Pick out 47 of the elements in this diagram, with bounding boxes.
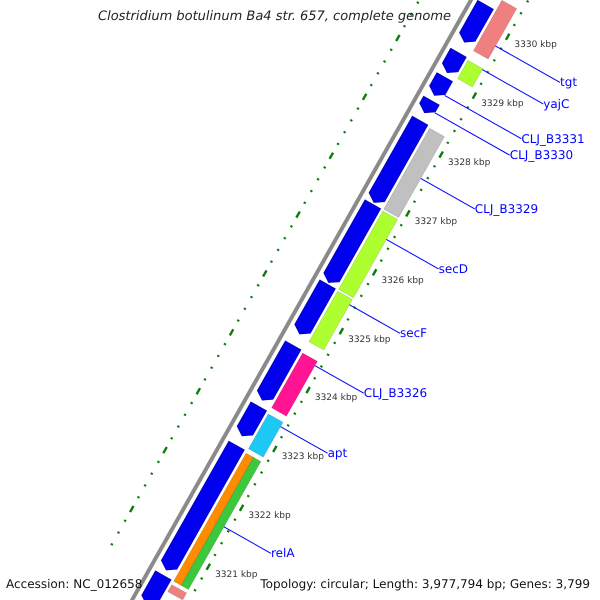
scale-label: 3325 kbp bbox=[348, 334, 390, 345]
scale-label: 3324 kbp bbox=[314, 393, 358, 404]
scale-label: 3329 kbp bbox=[481, 99, 524, 110]
gene-bar bbox=[167, 584, 188, 600]
gene-feature bbox=[419, 96, 440, 114]
gene-label: relA bbox=[270, 546, 295, 560]
gene-label: CLJ_B3331 bbox=[521, 132, 585, 146]
gene-bar bbox=[248, 414, 284, 458]
gene-bar bbox=[383, 128, 445, 218]
leader-line bbox=[348, 304, 400, 334]
scale-label: 3323 kbp bbox=[282, 452, 324, 462]
gene-feature bbox=[236, 402, 267, 436]
scale-label: 3322 kbp bbox=[248, 511, 291, 522]
gene-feature bbox=[294, 280, 336, 334]
leader-line bbox=[495, 46, 560, 83]
gene-label: apt bbox=[328, 446, 348, 460]
accession-text: Accession: NC_012658 bbox=[6, 577, 142, 592]
gene-bar bbox=[457, 60, 484, 88]
gene-feature bbox=[368, 116, 428, 203]
gene-feature bbox=[442, 48, 467, 74]
gene-feature bbox=[141, 570, 172, 600]
leader-line bbox=[482, 69, 544, 104]
leader-line bbox=[420, 178, 476, 210]
gene-label: CLJ_B3326 bbox=[364, 386, 428, 400]
title: Clostridium botulinum Ba4 str. 657, complete genome bbox=[98, 9, 452, 25]
leader-line bbox=[434, 112, 510, 156]
gene-feature bbox=[160, 440, 245, 570]
gene-feature bbox=[459, 0, 494, 43]
gene-label: CLJ_B3330 bbox=[510, 148, 574, 162]
scale-label: 3327 kbp bbox=[414, 216, 458, 227]
gene-feature bbox=[429, 72, 453, 96]
scale-label: 3328 kbp bbox=[448, 158, 490, 168]
scale-label: 3321 kbp bbox=[215, 570, 258, 580]
gene-label: CLJ_B3329 bbox=[474, 202, 538, 216]
gene-label: secD bbox=[438, 262, 468, 276]
gene-label: secF bbox=[400, 326, 428, 340]
gene-feature bbox=[256, 340, 302, 401]
gene-label: tgt bbox=[560, 75, 578, 90]
leader-line bbox=[314, 365, 364, 394]
scale-label: 3330 kbp bbox=[514, 40, 557, 50]
leader-line bbox=[386, 238, 440, 270]
scale-label: 3326 kbp bbox=[381, 276, 424, 286]
leader-line bbox=[280, 426, 328, 454]
genome-info-text: Topology: circular; Length: 3,977,794 bp; Genes: 3,799 bbox=[260, 577, 590, 592]
leader-line bbox=[444, 94, 522, 140]
gene-label: yajC bbox=[543, 96, 570, 111]
gene-feature bbox=[323, 199, 382, 283]
